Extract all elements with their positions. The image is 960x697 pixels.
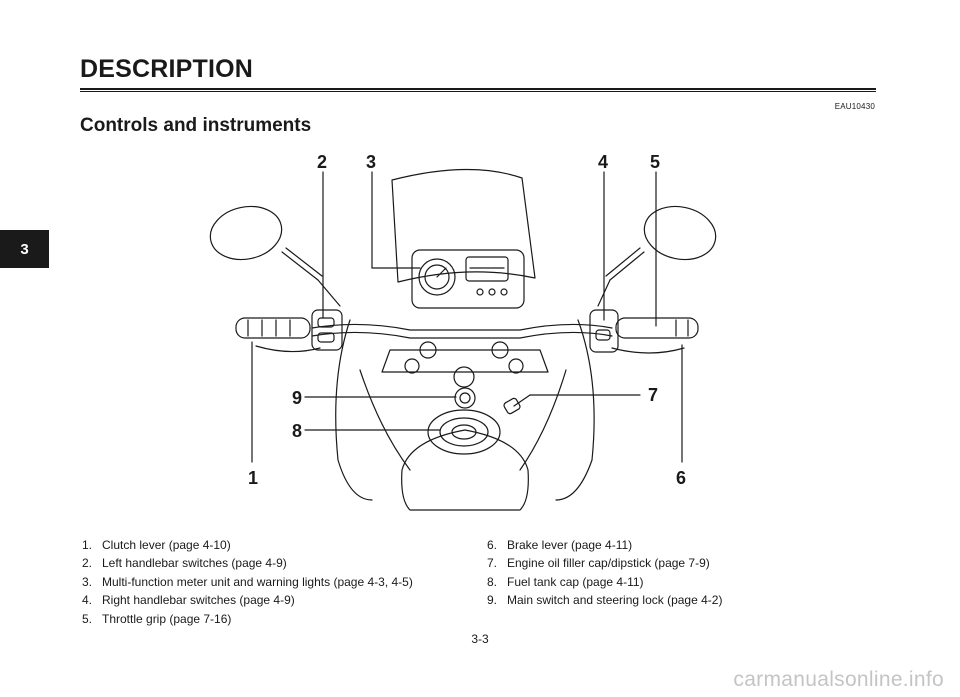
- legend-item: 7.Engine oil filler cap/dipstick (page 7…: [487, 556, 710, 571]
- triple-clamp: [381, 349, 549, 373]
- speedometer-dial: [418, 258, 456, 296]
- legend-item: 2.Left handlebar switches (page 4-9): [82, 556, 287, 571]
- legend-item: 9.Main switch and steering lock (page 4-…: [487, 593, 723, 608]
- fairing-right: [555, 319, 595, 501]
- right-mirror: [643, 205, 717, 261]
- fuel-tank-cap: [427, 409, 501, 455]
- callout-5: 5: [650, 152, 660, 172]
- callout-1: 1: [248, 468, 258, 488]
- oil-filler-cap: [503, 397, 521, 415]
- meter-unit: [411, 249, 525, 309]
- legend-item: 4.Right handlebar switches (page 4-9): [82, 593, 295, 608]
- page-title: DESCRIPTION: [80, 55, 254, 83]
- legend-item: 6.Brake lever (page 4-11): [487, 538, 633, 552]
- controls-illustration: 1 2 3 4 5 6 7 8 9: [209, 152, 717, 511]
- chapter-tab[interactable]: 3: [0, 230, 49, 268]
- callout-7: 7: [648, 385, 658, 405]
- callout-4: 4: [598, 152, 608, 172]
- callout-9: 9: [292, 388, 302, 408]
- legend-item: 1.Clutch lever (page 4-10): [82, 538, 231, 552]
- main-switch: [454, 387, 476, 409]
- legend-right: 6.Brake lever (page 4-11) 7.Engine oil f…: [487, 536, 722, 610]
- callout-2: 2: [317, 152, 327, 172]
- document-code: EAU10430: [834, 102, 875, 111]
- left-grip: [235, 317, 311, 339]
- watermark-link[interactable]: carmanualsonline.info: [733, 668, 944, 691]
- callout-3: 3: [366, 152, 376, 172]
- clutch-lever: [255, 345, 321, 353]
- section-heading: Controls and instruments: [80, 115, 312, 136]
- legend-item: 8.Fuel tank cap (page 4-11): [487, 574, 644, 589]
- handlebar: [311, 323, 613, 331]
- title-divider: [80, 88, 876, 90]
- title-divider-thin: [80, 91, 876, 92]
- windscreen: [391, 168, 536, 283]
- right-grip: [615, 317, 699, 339]
- page-number: 3-3: [471, 632, 489, 646]
- fuel-tank: [401, 429, 529, 511]
- brake-lever: [611, 347, 685, 354]
- callout-8: 8: [292, 421, 302, 441]
- legend-left: 1.Clutch lever (page 4-10) 2.Left handle…: [82, 536, 413, 628]
- legend-item: 5.Throttle grip (page 7-16): [82, 611, 232, 626]
- callout-6: 6: [676, 468, 686, 488]
- left-mirror: [209, 205, 283, 261]
- legend-item: 3.Multi-function meter unit and warning …: [82, 574, 413, 589]
- fairing-left: [335, 319, 373, 501]
- lcd-display: [465, 256, 509, 282]
- left-switch-housing: [311, 309, 343, 351]
